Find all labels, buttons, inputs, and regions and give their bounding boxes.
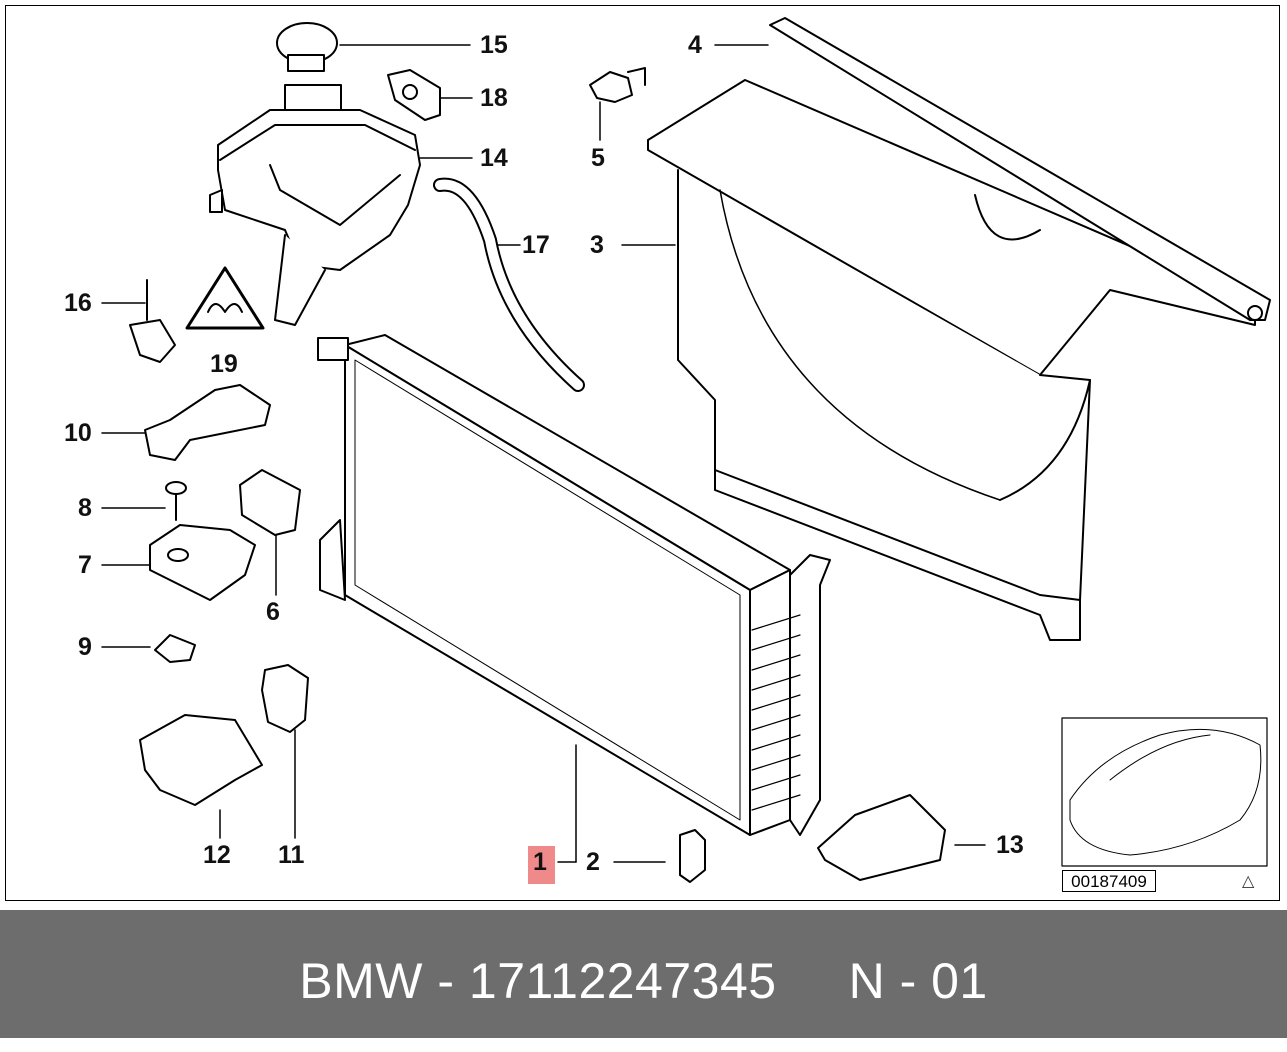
reference-number: 00187409 xyxy=(1062,870,1156,892)
warning-label xyxy=(185,266,265,330)
fan-shroud xyxy=(647,79,1256,641)
callout-19[interactable]: 19 xyxy=(210,350,238,378)
drain-plug xyxy=(679,829,706,883)
air-duct-13 xyxy=(817,794,946,881)
footer-bar: BMW - 17112247345 N - 01 xyxy=(0,910,1287,1038)
parts-diagram: 1 2 3 4 5 6 7 8 9 10 11 12 13 14 15 16 1… xyxy=(5,5,1280,901)
hose-clip xyxy=(387,69,441,121)
callout-10[interactable]: 10 xyxy=(64,419,92,447)
separator: - xyxy=(437,953,455,1009)
cap xyxy=(276,22,338,72)
triangle-icon: △ xyxy=(1242,873,1255,890)
highlight-marker xyxy=(528,846,555,884)
screw xyxy=(165,481,187,521)
part-number: 17112247345 xyxy=(468,953,777,1009)
brand-name: BMW xyxy=(299,953,423,1009)
seal-strip xyxy=(769,17,1271,321)
callout-14[interactable]: 14 xyxy=(480,144,508,172)
callout-13[interactable]: 13 xyxy=(996,831,1024,859)
callout-11[interactable]: 11 xyxy=(278,841,305,869)
clip-nut xyxy=(154,634,196,663)
push-rivet xyxy=(589,67,646,103)
callout-2[interactable]: 2 xyxy=(586,848,600,876)
callout-16[interactable]: 16 xyxy=(64,289,92,317)
position-code: N - 01 xyxy=(848,953,988,1009)
rubber-mount xyxy=(239,469,301,536)
parts-drawing xyxy=(101,17,1271,883)
vehicle-inset xyxy=(1061,717,1268,867)
callout-12[interactable]: 12 xyxy=(203,841,231,869)
callout-18[interactable]: 18 xyxy=(480,84,508,112)
bracket-10 xyxy=(144,384,271,461)
callout-15[interactable]: 15 xyxy=(480,31,508,59)
callout-4[interactable]: 4 xyxy=(688,31,702,59)
bracket-7 xyxy=(149,524,256,601)
callout-6[interactable]: 6 xyxy=(266,598,280,626)
callout-5[interactable]: 5 xyxy=(591,144,605,172)
air-duct-12 xyxy=(139,714,263,806)
grommet xyxy=(261,664,309,733)
radiator xyxy=(317,334,831,836)
footer-caption: BMW - 17112247345 N - 01 xyxy=(0,910,1287,1038)
expansion-tank xyxy=(209,84,421,326)
sensor xyxy=(129,279,176,363)
hose xyxy=(433,177,585,392)
callout-17[interactable]: 17 xyxy=(522,231,550,259)
diagram-frame xyxy=(5,5,1280,901)
callout-1[interactable]: 1 xyxy=(533,848,547,876)
callout-8[interactable]: 8 xyxy=(78,494,92,522)
leader-lines xyxy=(101,44,986,863)
callout-9[interactable]: 9 xyxy=(78,633,92,661)
callout-3[interactable]: 3 xyxy=(590,231,604,259)
callout-7[interactable]: 7 xyxy=(78,551,92,579)
